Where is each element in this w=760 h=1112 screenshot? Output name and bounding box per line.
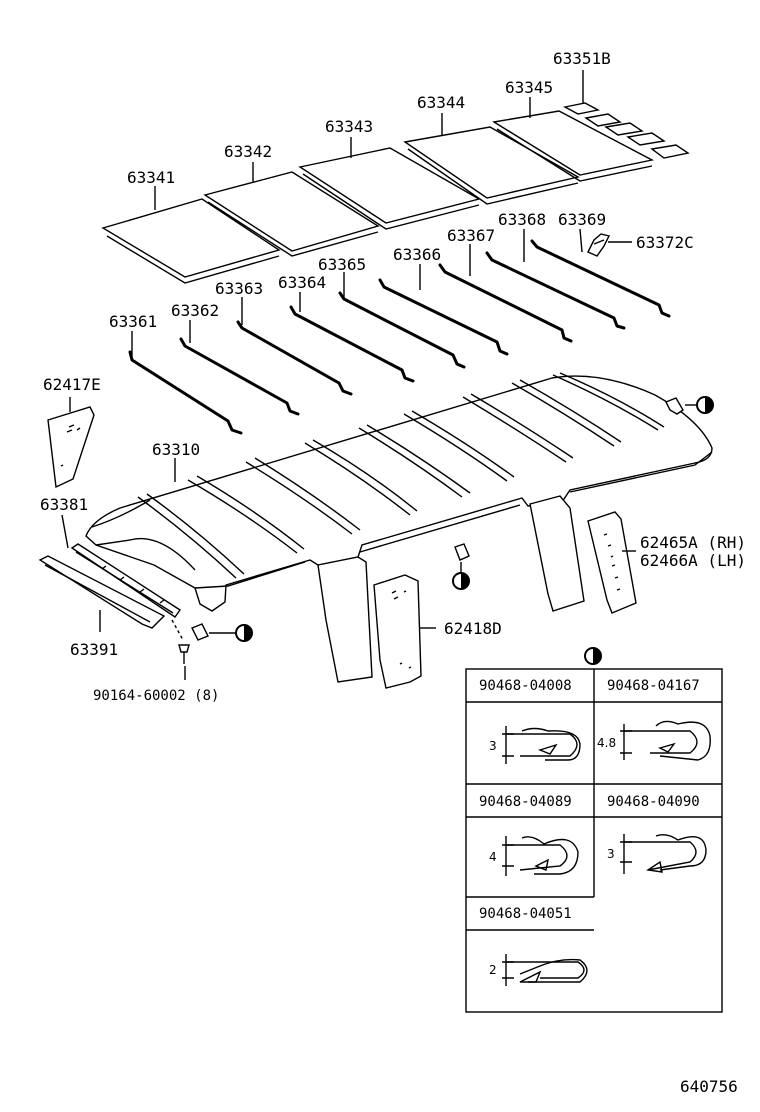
label-63381: 63381	[40, 495, 88, 514]
clip-dim-c5: 2	[489, 963, 497, 977]
clip-dim-c4: 3	[607, 847, 615, 861]
label-63369: 63369	[558, 210, 606, 229]
label-63367: 63367	[447, 226, 495, 245]
clip-drawing-c2: 4.8	[597, 720, 711, 761]
clip-part-c4: 90468-04090	[607, 794, 700, 810]
bow-63365[interactable]	[338, 291, 466, 369]
label-63342: 63342	[224, 142, 272, 161]
bow-63363[interactable]	[236, 320, 353, 396]
clip-drawing-c3: 4	[489, 836, 579, 876]
front-header-63381[interactable]	[70, 543, 181, 618]
clip-rear-right[interactable]	[665, 396, 714, 415]
label-63372C: 63372C	[636, 233, 694, 252]
label-63366: 63366	[393, 245, 441, 264]
label-63361: 63361	[109, 312, 157, 331]
clip-part-c5: 90468-04051	[479, 906, 572, 922]
pillar-62465A-rear[interactable]	[529, 495, 585, 612]
clip-table: 90468-04008 90468-04167 90468-04089 9046…	[465, 647, 723, 1013]
pillar-62418D[interactable]	[373, 574, 422, 689]
clip-63372C[interactable]	[587, 233, 611, 257]
bow-63362[interactable]	[179, 337, 300, 416]
pad-63342[interactable]	[203, 171, 380, 257]
label-63368: 63368	[498, 210, 546, 229]
bow-63361[interactable]	[128, 350, 243, 435]
label-63344: 63344	[417, 93, 465, 112]
clip-center[interactable]	[452, 543, 470, 590]
label-63363: 63363	[215, 279, 263, 298]
label-62466A: 62466A (LH)	[640, 551, 746, 570]
pad-63344[interactable]	[403, 126, 580, 205]
label-62465A: 62465A (RH)	[640, 533, 746, 552]
pad-63345[interactable]	[492, 110, 655, 182]
pillar-center-lower[interactable]	[317, 556, 373, 683]
visor-trim-63391[interactable]	[38, 555, 166, 629]
clip-part-c1: 90468-04008	[479, 678, 572, 694]
label-62418D: 62418D	[444, 619, 502, 638]
clip-drawing-c5: 2	[489, 954, 588, 986]
label-63345: 63345	[505, 78, 553, 97]
clip-dim-c3: 4	[489, 850, 497, 864]
bow-63369[interactable]	[530, 239, 671, 318]
diagram-id: 640756	[680, 1077, 738, 1096]
clip-part-c3: 90468-04089	[479, 794, 572, 810]
clip-drawing-c1: 3	[489, 726, 581, 764]
clip-dim-c2: 4.8	[597, 736, 616, 750]
label-63343: 63343	[325, 117, 373, 136]
bow-63368[interactable]	[485, 251, 626, 330]
pillar-62465A[interactable]	[587, 511, 637, 614]
bow-63367[interactable]	[438, 263, 573, 343]
headliner-63310[interactable]	[85, 372, 713, 612]
bow-63364[interactable]	[289, 305, 415, 383]
label-62417E: 62417E	[43, 375, 101, 394]
label-63362: 63362	[171, 301, 219, 320]
pillar-62417E[interactable]	[47, 406, 95, 489]
clip-front-left[interactable]	[191, 623, 253, 642]
label-63391: 63391	[70, 640, 118, 659]
label-63341: 63341	[127, 168, 175, 187]
label-63351B: 63351B	[553, 49, 611, 68]
clip-part-c2: 90468-04167	[607, 678, 700, 694]
pads-63351B[interactable]	[562, 102, 690, 159]
screw-90164-60002[interactable]	[171, 619, 190, 664]
pad-63341[interactable]	[101, 198, 281, 284]
clip-drawing-c4: 3	[607, 833, 707, 874]
bow-63366[interactable]	[378, 278, 509, 356]
label-90164-60002: 90164-60002 (8)	[93, 688, 219, 704]
clip-dim-c1: 3	[489, 739, 497, 753]
label-63365: 63365	[318, 255, 366, 274]
label-63310: 63310	[152, 440, 200, 459]
label-63364: 63364	[278, 273, 326, 292]
